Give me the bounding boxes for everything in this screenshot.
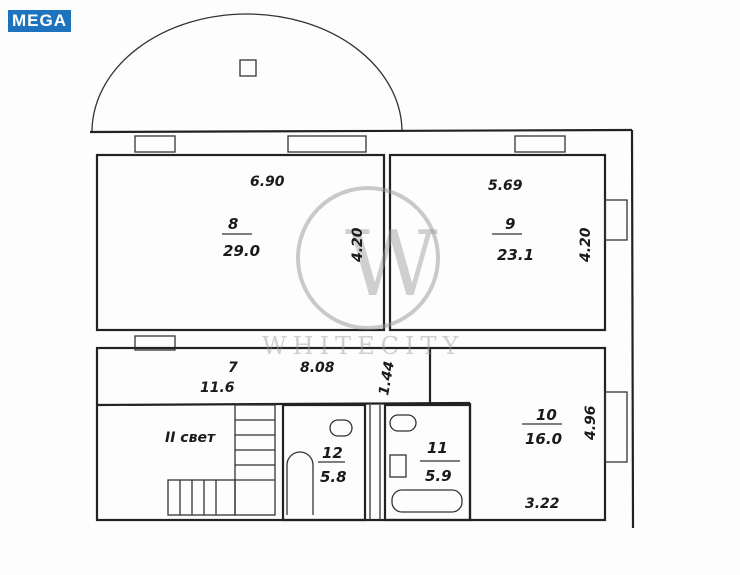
stair-label: II свет bbox=[165, 430, 216, 446]
room-8 bbox=[95, 153, 386, 332]
window bbox=[287, 135, 367, 153]
room-9-number: 9 bbox=[505, 215, 515, 233]
window bbox=[604, 391, 628, 463]
window bbox=[134, 135, 176, 153]
bathtub-icon bbox=[391, 489, 463, 513]
room-7-width: 8.08 bbox=[300, 360, 335, 376]
toilet-icon bbox=[329, 419, 353, 437]
room-11 bbox=[383, 403, 472, 522]
toilet-icon bbox=[389, 414, 417, 432]
sink-icon bbox=[389, 454, 407, 478]
balcony-symbol bbox=[239, 59, 257, 77]
room-11-area: 5.9 bbox=[425, 467, 452, 485]
room-8-width: 6.90 bbox=[250, 174, 285, 190]
window bbox=[604, 199, 628, 241]
bathtub-icon bbox=[286, 451, 314, 515]
room-8-depth: 4.20 bbox=[350, 227, 366, 263]
room-9 bbox=[388, 153, 607, 332]
room-12-number: 12 bbox=[322, 444, 343, 462]
room-9-depth: 4.20 bbox=[578, 227, 594, 263]
window bbox=[134, 335, 176, 351]
room-7-number: 7 bbox=[228, 360, 238, 376]
right-outer-wall bbox=[630, 129, 635, 529]
room-8-number: 8 bbox=[228, 215, 238, 233]
room-12-area: 5.8 bbox=[320, 468, 347, 486]
watermark-w: W bbox=[345, 212, 438, 317]
balcony-arc bbox=[91, 13, 403, 133]
mega-logo: MEGA bbox=[8, 10, 71, 32]
room-9-area: 23.1 bbox=[497, 246, 534, 264]
room-9-width: 5.69 bbox=[488, 178, 523, 194]
room-10-width: 3.22 bbox=[525, 496, 560, 512]
room-7-area: 11.6 bbox=[200, 380, 235, 396]
room-10-depth: 4.96 bbox=[583, 405, 599, 441]
room-10-area: 16.0 bbox=[525, 430, 562, 448]
room-7-depth: 1.44 bbox=[376, 360, 398, 397]
watermark-circle bbox=[296, 186, 440, 330]
room-11-number: 11 bbox=[427, 439, 448, 457]
top-wall bbox=[89, 128, 633, 134]
watermark-text: WHITECITY bbox=[262, 332, 465, 360]
room-8-area: 29.0 bbox=[223, 242, 260, 260]
room-12 bbox=[281, 403, 367, 522]
room-10-number: 10 bbox=[536, 406, 557, 424]
stairs bbox=[167, 404, 276, 516]
window bbox=[514, 135, 566, 153]
